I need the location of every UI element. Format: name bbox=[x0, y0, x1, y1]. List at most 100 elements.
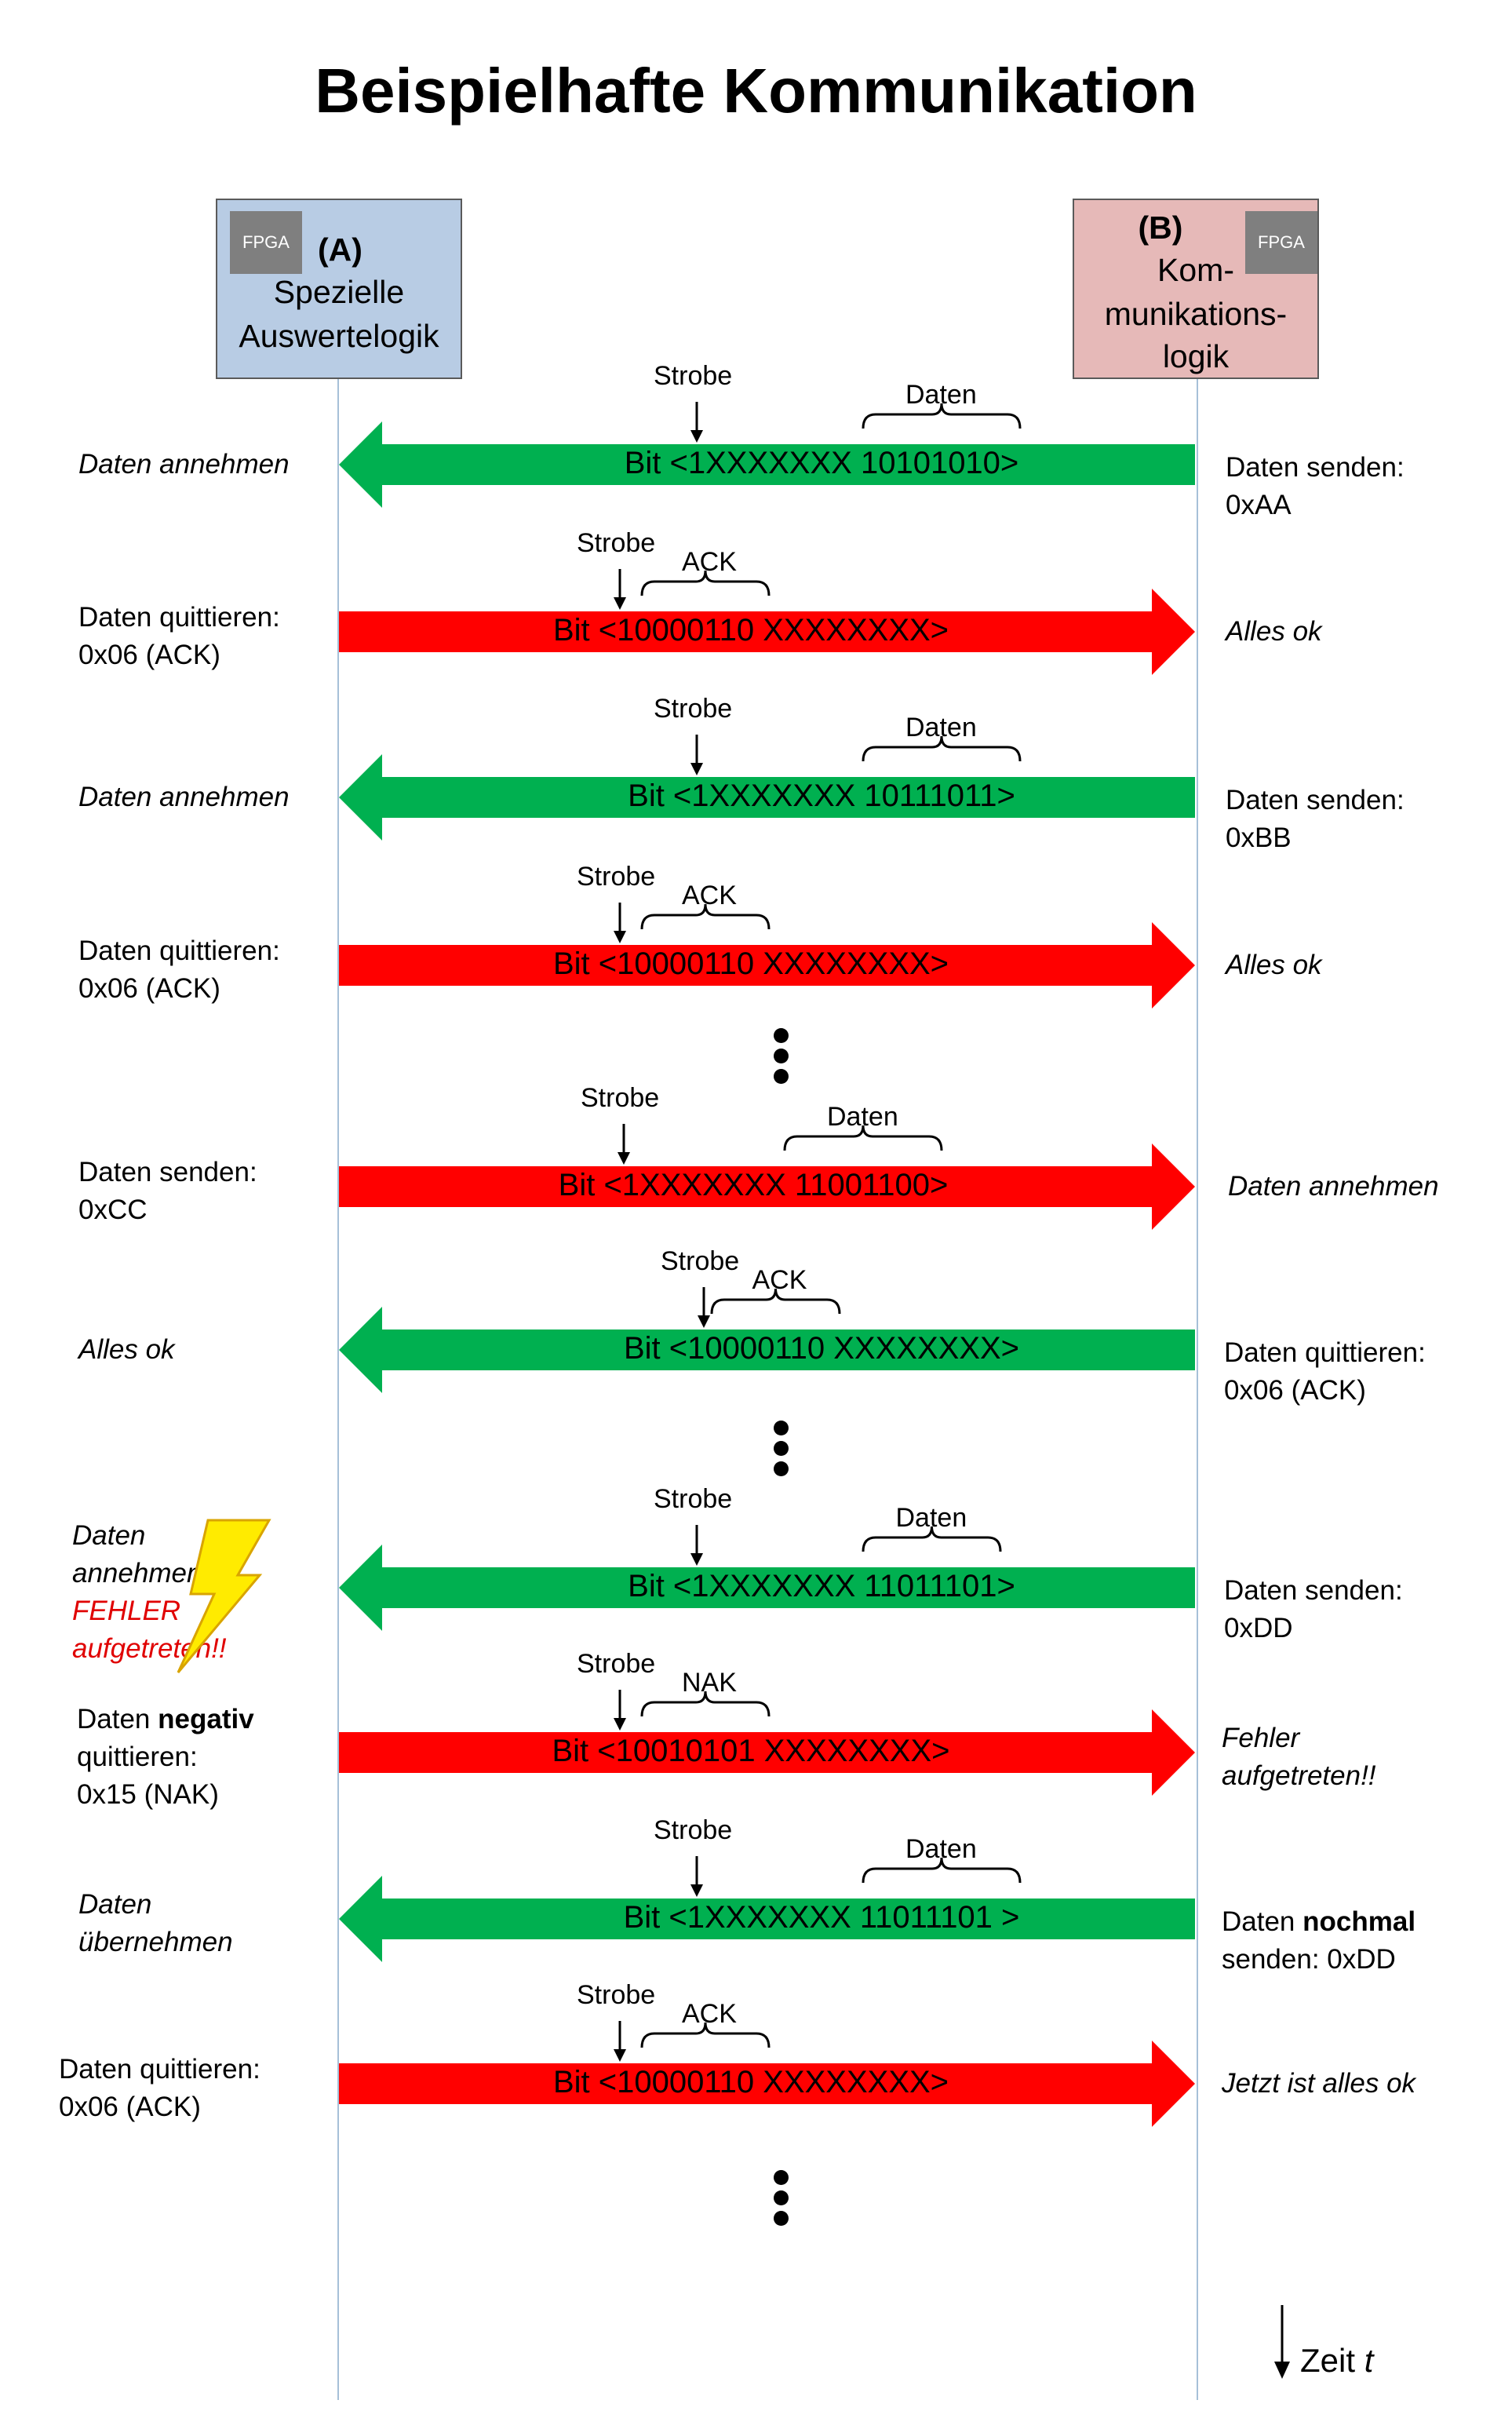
field-brace bbox=[710, 1288, 841, 1315]
strobe-arrowhead bbox=[698, 1315, 710, 1328]
message-arrow bbox=[339, 1545, 1195, 1631]
right-annotation: Daten senden: 0xAA bbox=[1226, 449, 1405, 524]
right-annotation: Daten senden: 0xBB bbox=[1226, 782, 1405, 857]
strobe-arrowhead bbox=[690, 1884, 703, 1897]
left-annotation: Alles ok bbox=[78, 1331, 175, 1369]
right-annotation-line: Alles ok bbox=[1226, 616, 1322, 647]
left-annotation-line: 0x06 (ACK) bbox=[78, 973, 220, 1004]
continuation-dot bbox=[774, 2170, 789, 2185]
left-annotation: Daten quittieren: 0x06 (ACK) bbox=[78, 932, 280, 1008]
left-annotation-line: Alles ok bbox=[78, 1334, 175, 1365]
message-bits: Bit <10000110 XXXXXXXX> bbox=[552, 2065, 949, 2099]
message-bits: Bit <1XXXXXXX 11001100> bbox=[558, 1168, 949, 1202]
right-annotation: Alles ok bbox=[1226, 613, 1322, 651]
left-annotation-line: Daten bbox=[78, 1889, 152, 1920]
daten-label: Daten bbox=[827, 1102, 898, 1132]
annotation-text: 0x15 (NAK) bbox=[77, 1779, 219, 1810]
right-annotation-line: senden: 0xDD bbox=[1222, 1941, 1415, 1979]
strobe-arrowhead bbox=[614, 2049, 626, 2062]
lightning-icon bbox=[177, 1519, 271, 1673]
party-b-id: (B) bbox=[1138, 210, 1183, 246]
continuation-dot bbox=[774, 2190, 789, 2205]
right-annotation: Daten quittieren:0x06 (ACK) bbox=[1224, 1334, 1426, 1410]
strobe-label: Strobe bbox=[654, 1815, 733, 1845]
annotation-emphasis: negativ bbox=[158, 1704, 254, 1734]
party-a-line2: Auswertelogik bbox=[239, 318, 439, 354]
ack-label: ACK bbox=[752, 1265, 807, 1295]
party-b-line1: Kom- bbox=[1157, 252, 1234, 288]
daten-label: Daten bbox=[905, 1834, 977, 1864]
page-title: Beispielhafte Kommunikation bbox=[315, 56, 1197, 126]
left-annotation-line: Daten quittieren: bbox=[78, 602, 280, 633]
time-label: Zeit t bbox=[1300, 2342, 1373, 2380]
party-b-line3: logik bbox=[1162, 338, 1230, 374]
ack-label: ACK bbox=[682, 881, 737, 910]
left-annotation: Daten übernehmen bbox=[78, 1886, 233, 1961]
continuation-dot bbox=[774, 1421, 789, 1435]
left-annotation: Daten quittieren:0x06 (ACK) bbox=[59, 2051, 261, 2126]
strobe-label: Strobe bbox=[654, 694, 733, 724]
message-arrow bbox=[339, 754, 1195, 841]
left-annotation: Daten annehmen bbox=[78, 779, 290, 816]
left-annotation-line: annehmen bbox=[72, 1558, 202, 1588]
field-brace bbox=[862, 1526, 1002, 1552]
right-annotation-line: Daten annehmen bbox=[1228, 1171, 1439, 1202]
message-arrow bbox=[339, 1307, 1195, 1393]
annotation-text: Daten bbox=[77, 1704, 158, 1734]
daten-label: Daten bbox=[905, 713, 977, 742]
message-bits: Bit <1XXXXXXX 10101010> bbox=[624, 446, 1019, 480]
message-arrow bbox=[339, 1709, 1195, 1796]
continuation-dot bbox=[774, 1049, 789, 1063]
left-annotation-line: 0xCC bbox=[78, 1195, 148, 1225]
left-annotation-line: 0x15 (NAK) bbox=[77, 1776, 254, 1814]
left-annotation-line: Daten senden: bbox=[78, 1157, 257, 1187]
fpga-chip-icon: FPGA bbox=[1245, 211, 1317, 274]
right-annotation-line: aufgetreten!! bbox=[1222, 1760, 1376, 1791]
right-annotation-line: Daten senden: bbox=[1226, 785, 1405, 815]
right-annotation-line: Fehler bbox=[1222, 1723, 1300, 1753]
field-brace bbox=[640, 570, 771, 596]
right-annotation-line: Daten senden: bbox=[1226, 452, 1405, 483]
time-variable: t bbox=[1364, 2342, 1374, 2379]
strobe-arrowhead bbox=[690, 763, 703, 775]
left-annotation-line: Daten annehmen bbox=[78, 782, 290, 812]
time-label-text: Zeit bbox=[1300, 2342, 1364, 2379]
daten-label: Daten bbox=[905, 380, 977, 410]
field-brace bbox=[862, 403, 1022, 429]
message-bits: Bit <1XXXXXXX 11011101 > bbox=[623, 1900, 1020, 1935]
left-annotation-line: 0x06 (ACK) bbox=[78, 640, 220, 670]
right-annotation-line: Daten quittieren: bbox=[1224, 1337, 1426, 1368]
lifeline-b bbox=[1197, 379, 1198, 2400]
strobe-arrowhead bbox=[614, 1718, 626, 1731]
strobe-label: Strobe bbox=[577, 528, 656, 558]
party-b-box: FPGA (B) Kom- munikations- logik bbox=[1073, 199, 1319, 379]
continuation-dot bbox=[774, 1069, 789, 1084]
field-brace bbox=[640, 1691, 771, 1717]
continuation-dot bbox=[774, 1461, 789, 1476]
left-annotation: Daten annehmen bbox=[78, 446, 290, 483]
message-arrow bbox=[339, 421, 1195, 508]
daten-label: Daten bbox=[895, 1503, 967, 1533]
nak-label: NAK bbox=[682, 1668, 737, 1698]
right-annotation: Daten annehmen bbox=[1228, 1168, 1439, 1206]
right-annotation-line: Jetzt ist alles ok bbox=[1222, 2068, 1416, 2099]
left-annotation-line: Daten bbox=[72, 1520, 146, 1551]
lifeline-a bbox=[337, 379, 339, 2400]
right-annotation-line: 0xBB bbox=[1226, 823, 1292, 853]
annotation-text: senden: 0xDD bbox=[1222, 1944, 1396, 1975]
ack-label: ACK bbox=[682, 1999, 737, 2029]
right-annotation-line: 0xAA bbox=[1226, 490, 1292, 520]
left-annotation: Daten quittieren: 0x06 (ACK) bbox=[78, 599, 280, 674]
continuation-dot bbox=[774, 1028, 789, 1043]
message-bits: Bit <10000110 XXXXXXXX> bbox=[552, 613, 949, 647]
strobe-arrowhead bbox=[690, 430, 703, 443]
strobe-arrowhead bbox=[614, 931, 626, 943]
right-annotation-line: Alles ok bbox=[1226, 950, 1322, 980]
left-annotation-line: Daten quittieren: bbox=[78, 936, 280, 966]
right-annotation-line: Daten senden: bbox=[1224, 1575, 1403, 1606]
right-annotation: Jetzt ist alles ok bbox=[1222, 2065, 1415, 2103]
message-bits: Bit <10010101 XXXXXXXX> bbox=[552, 1734, 950, 1768]
left-annotation-line: übernehmen bbox=[78, 1927, 233, 1957]
